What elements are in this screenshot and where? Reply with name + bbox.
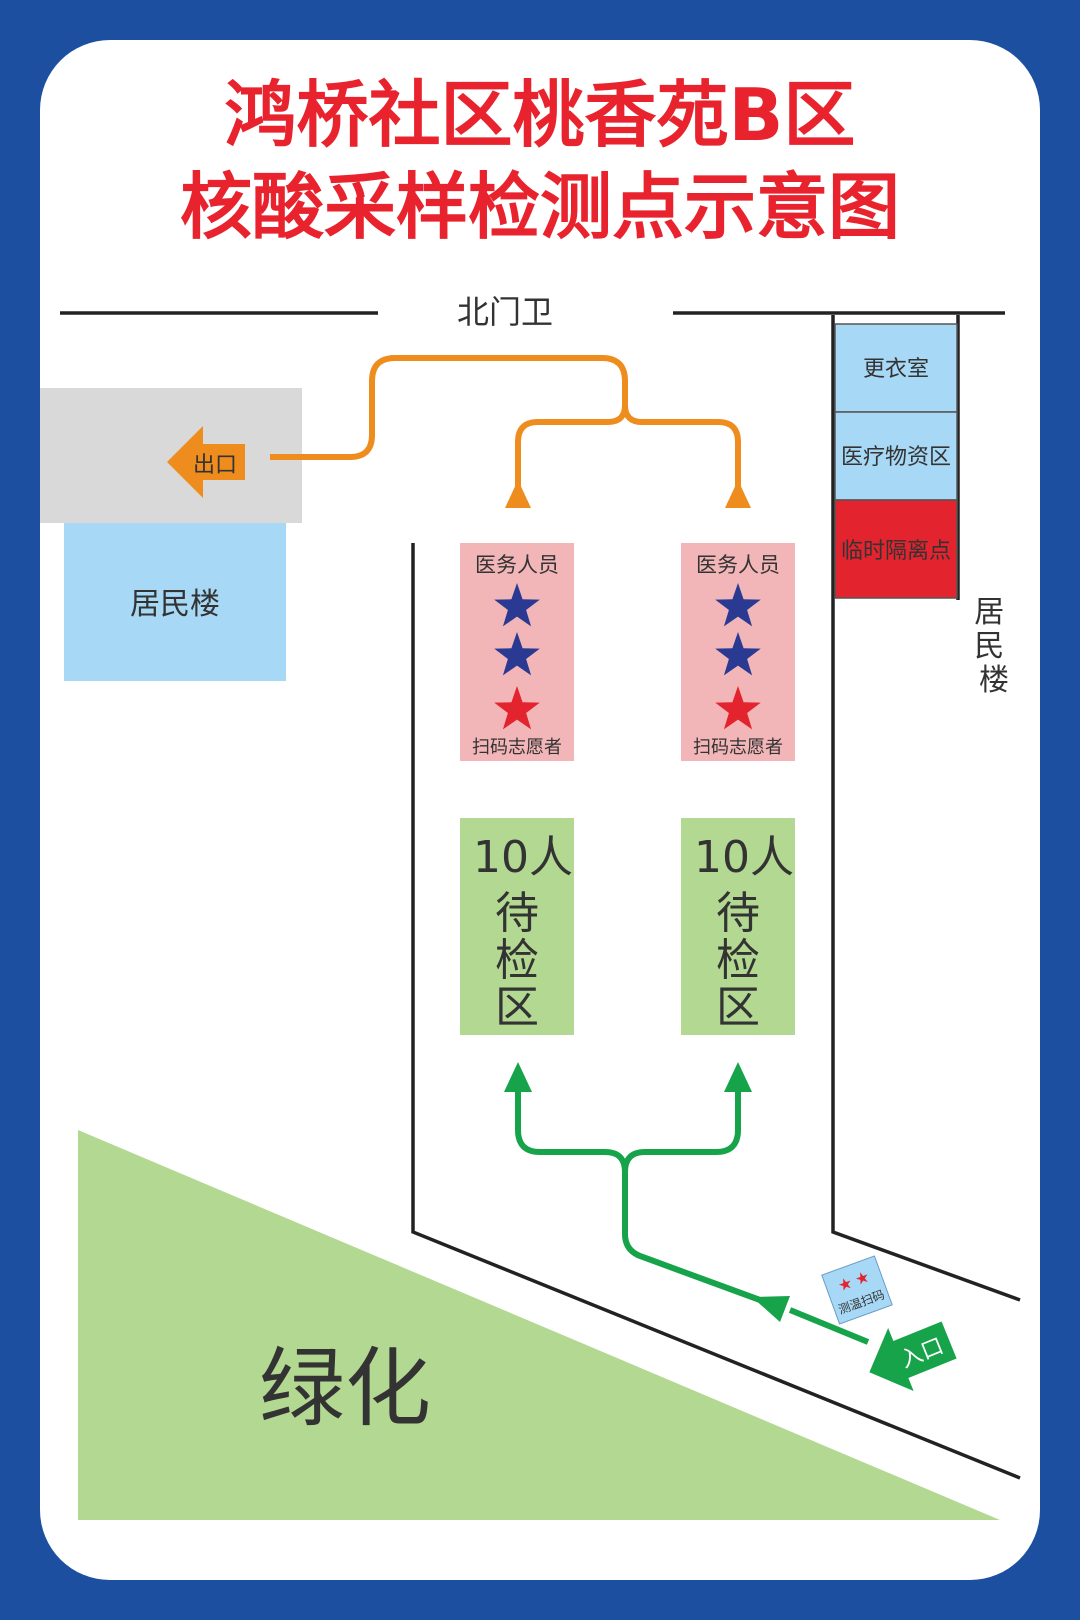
exit-label: 出口 [193,453,237,478]
green-area-label: 绿化 [259,1339,431,1439]
entry-route-line [515,1072,762,1303]
up-arrow-icon [724,1062,752,1092]
temporary-isolation-point [834,499,958,599]
waiting-zone-char: 检 [716,935,760,986]
station-bottom-label: 扫码志愿者 [472,737,562,758]
exit-route-line [270,355,628,506]
station-bottom-label: 扫码志愿者 [693,737,783,758]
sampling-station-left: 医务人员 扫码志愿者 [460,543,574,761]
up-arrow-icon [505,480,531,508]
waiting-count: 10人 [473,832,573,883]
changing-room [834,323,958,413]
sampling-station-right: 医务人员 扫码志愿者 [681,543,795,761]
up-arrow-icon [504,1062,532,1092]
up-arrow-icon [725,480,751,508]
title-line-2: 核酸采样检测点示意图 [180,165,900,249]
waiting-zone-char: 检 [495,935,539,986]
exit-road-area [40,388,302,523]
star-icon: ★ [835,1273,855,1296]
waiting-zone-char: 区 [495,982,539,1033]
star-icon: ★ [852,1267,872,1290]
room-label: 医疗物资区 [841,445,951,470]
waiting-zone-char: 待 [495,888,539,939]
north-gate-label: 北门卫 [457,293,553,331]
building-right-label: 居 民 楼 [974,595,1014,698]
room-label: 更衣室 [863,357,929,382]
medical-supplies-area [834,411,958,501]
building-left-label: 居民楼 [130,587,220,622]
waiting-zone-char: 待 [716,888,760,939]
exit-arrow-icon [167,426,245,498]
exit-route-line [622,404,741,506]
residential-building-left [64,523,286,681]
waiting-zone-char: 区 [716,982,760,1033]
entry-route-line [788,1307,870,1345]
green-area [78,1130,1000,1520]
entry-route-line [622,1072,741,1173]
route-arrow-icon [752,1296,790,1322]
station-top-label: 医务人员 [475,553,559,577]
waiting-zone-right: 10人 待 检 区 [681,818,795,1035]
room-label: 临时隔离点 [841,539,951,564]
title-line-1: 鸿桥社区桃香苑B区 [225,73,856,157]
station-top-label: 医务人员 [696,553,780,577]
waiting-zone-left: 10人 待 检 区 [460,818,574,1035]
waiting-count: 10人 [694,832,794,883]
road-lines [60,311,1021,1480]
